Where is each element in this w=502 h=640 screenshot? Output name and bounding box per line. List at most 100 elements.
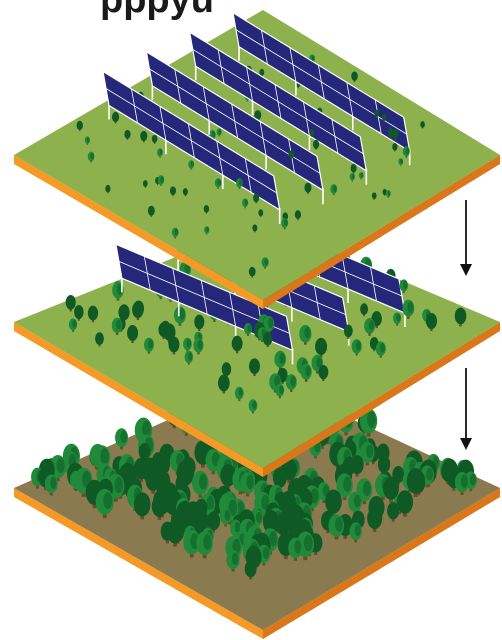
tree-icon [351,71,358,83]
tree-icon [169,186,177,197]
tree-icon [330,184,338,196]
tree-icon [166,519,184,547]
tree-icon [364,318,376,336]
tree-icon [382,188,387,196]
tree-icon [399,279,409,294]
tree-icon [87,151,95,163]
tree-icon [248,266,256,278]
tree-icon [105,184,111,194]
tree-icon [420,121,425,129]
down-arrow-icon [460,368,472,450]
tree-icon [95,488,114,519]
tree-icon [274,350,287,370]
tree-icon [171,227,179,239]
tree-icon [183,337,192,352]
tree-icon [183,529,201,558]
tree-icon [76,120,83,132]
tree-icon [157,148,163,158]
tree-icon [358,172,364,180]
tree-icon [132,301,144,321]
tree-icon [288,150,295,160]
tree-icon [133,492,151,520]
tree-icon [124,129,131,140]
tree-icon [142,180,148,188]
tree-icon [231,335,243,354]
tree-icon [300,363,312,382]
tree-icon [168,336,180,355]
tree-icon [318,364,329,382]
tree-icon [219,507,232,527]
tree-icon [402,299,415,319]
tree-icon [336,473,353,501]
tree-icon [216,128,222,137]
tree-icon [226,549,240,572]
tree-icon [44,474,58,496]
tree-icon [312,139,320,150]
tree-icon [263,315,275,334]
tree-icon [236,178,243,189]
tree-icon [242,198,249,209]
tree-icon [375,341,386,358]
tree-icon [381,113,387,122]
tree-icon [194,314,205,332]
tree-icon [387,502,400,522]
tree-icon [392,143,398,152]
arrow-group [460,200,472,450]
tree-icon [275,383,285,399]
tree-icon [454,471,470,495]
tree-icon [391,129,399,141]
tree-icon [95,332,104,347]
layer-stack [14,10,500,639]
tree-icon [406,468,425,497]
tree-icon [74,305,84,321]
tree-icon [84,136,90,145]
tree-icon [349,522,362,543]
tree-icon [253,193,260,204]
tree-icon [371,192,377,200]
tree-icon [360,441,375,466]
solar-panel-row [232,11,411,166]
tree-icon [249,358,260,377]
layer-solar-farm-sparse [14,10,500,309]
tree-icon [385,190,391,198]
tree-icon [115,428,129,450]
tree-icon [188,160,195,170]
solar-panel-row [188,31,368,185]
tree-icon [393,312,402,326]
tree-icon [111,317,123,335]
tree-icon [204,226,210,235]
tree-icon [288,537,303,561]
tree-icon [252,224,258,233]
tree-icon [240,472,256,497]
tree-icon [261,257,269,269]
tree-icon [383,476,400,503]
down-arrow-icon [460,200,472,276]
tree-icon [325,489,342,517]
solar-panel-row [102,70,281,224]
tree-icon [350,163,357,174]
tree-icon [207,511,221,533]
tree-icon [68,318,78,332]
tree-icon [360,303,369,317]
tree-icon [285,374,297,392]
tree-icon [157,175,165,186]
tree-icon [173,306,186,326]
tree-icon [87,305,99,323]
tree-icon [182,188,188,197]
tree-icon [248,399,258,414]
tree-icon [151,495,167,520]
tree-icon [425,313,438,332]
tree-icon [374,109,380,118]
tree-icon [315,337,328,358]
tree-icon [147,205,155,217]
tree-icon [299,324,312,345]
tree-icon [244,560,257,580]
tree-icon [281,217,289,230]
tree-icon [184,350,194,365]
tree-icon [192,470,209,498]
tree-icon [196,531,213,559]
tree-icon [111,111,120,124]
tree-icon [220,464,236,490]
tree-icon [258,209,264,218]
